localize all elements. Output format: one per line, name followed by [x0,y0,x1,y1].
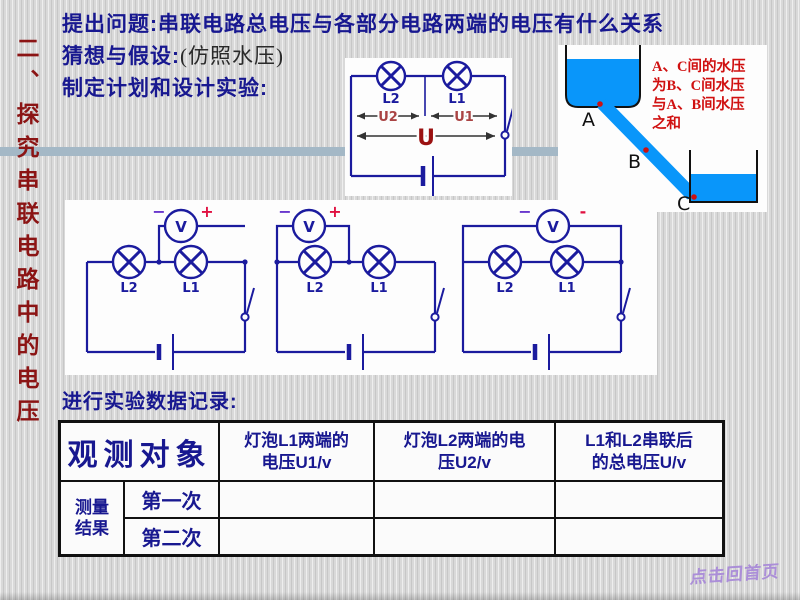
home-page-link[interactable]: 点击回首页 [689,561,781,588]
point-b-dot [643,147,649,153]
switch-icon [240,287,255,322]
switch-icon [616,287,631,322]
cell-u1-trial2 [218,517,375,557]
junction-dot [618,259,624,265]
junction-dot [274,259,280,265]
voltmeter-label: V [175,218,187,236]
lamp-L2-icon [297,244,333,280]
bottom-shade [0,592,800,600]
cell-u-trial1 [554,480,725,519]
lamp-L2-icon [375,60,407,92]
junction-dot [156,259,162,265]
table-header-row: 观测对象 灯泡L1两端的 电压U1/v 灯泡L2两端的电 压U2/v L1和L2… [58,420,725,482]
col-header-object: 观测对象 [58,420,220,482]
record-section-title: 进行实验数据记录: [62,391,238,413]
row2-label: 第二次 [123,517,220,557]
voltmeter-icon: V [535,208,571,244]
battery-icon [532,334,550,370]
section-vertical-title: 二、探究串联电路中的电压 [13,36,38,432]
question-line: 提出问题:串联电路总电压与各部分电路两端的电压有什么关系 [62,13,664,36]
voltmeter-label: V [303,218,315,236]
lamp-L1-label: L1 [448,92,465,107]
lamp-L2-label: L2 [496,281,513,296]
lamp-L2-icon [111,244,147,280]
experiment-circuits-panel: V − + L2 L1 [65,200,657,375]
cell-u-trial2 [554,517,725,557]
battery-icon [156,334,174,370]
col-header-u-total: L1和L2串联后 的总电压U/v [554,420,725,482]
voltmeter-neg-sign: − [518,202,531,221]
lower-tank-water [691,174,756,201]
point-c-dot [691,194,697,200]
circuit-voltmeter-across-L2: V − + L2 L1 [267,200,447,372]
cell-u1-trial1 [218,480,375,519]
point-a-label: A [582,109,595,131]
hypothesis-note: (仿照水压) [180,44,284,68]
lamp-L1-icon [173,244,209,280]
lamp-L2-label: L2 [306,281,323,296]
hypothesis-line: 猜想与假设:(仿照水压) [62,40,284,70]
lamp-L1-icon [549,244,585,280]
u-arrow [357,132,495,140]
u2-arrow [357,112,419,120]
junction-dot [242,259,248,265]
point-b-label: B [628,151,641,173]
voltmeter-pos-sign: + [328,202,341,221]
lamp-L1-icon [361,244,397,280]
measurement-table: 观测对象 灯泡L1两端的 电压U1/v 灯泡L2两端的电 压U2/v L1和L2… [58,420,725,557]
circuit-wires [275,224,437,354]
voltmeter-pos-sign: + [200,202,213,221]
battery-icon [346,334,364,370]
cell-u2-trial2 [373,517,556,557]
lower-tank [689,150,758,203]
col-header-u1: 灯泡L1两端的 电压U1/v [218,420,375,482]
circuit-voltmeter-across-both: V − - L2 L1 [453,200,633,372]
cell-u2-trial1 [373,480,556,519]
horizontal-accent-line [0,147,558,156]
series-circuit-voltage-diagram: L2 L1 U2 U1 U [345,58,512,196]
voltmeter-icon: V [291,208,327,244]
voltmeter-label: V [547,218,559,236]
point-a-dot [597,101,603,107]
upper-tank-water [566,45,640,107]
hypothesis-label: 猜想与假设: [62,45,180,68]
switch-icon [500,107,512,140]
lamp-L2-label: L2 [120,281,137,296]
col-header-u2: 灯泡L2两端的电 压U2/v [373,420,556,482]
circuit-wires [461,224,623,354]
lamp-L2-label: L2 [382,92,399,107]
u2-label: U2 [378,110,398,125]
circuit-wires [85,224,247,354]
water-pressure-note: A、C间的水压 为B、C间水压 与A、B间水压 之和 [652,59,746,132]
lamp-L1-icon [441,60,473,92]
plan-line: 制定计划和设计实验: [62,77,268,100]
lamp-L1-label: L1 [558,281,575,296]
voltmeter-neg-sign: − [152,202,165,221]
table-row: 第二次 [60,517,725,557]
lamp-L1-label: L1 [370,281,387,296]
voltmeter-icon: V [163,208,199,244]
row-group-label: 测量 结果 [58,480,125,557]
lamp-L2-icon [487,244,523,280]
u1-label: U1 [454,110,474,125]
battery-icon [420,156,434,196]
voltmeter-pos-sign: - [580,202,587,221]
switch-icon [430,287,445,322]
point-c-label: C [677,193,690,212]
voltmeter-neg-sign: − [278,202,291,221]
row1-label: 第一次 [123,480,220,519]
circuit-wires [349,74,507,178]
water-pressure-diagram: A B C A、C间的水压 为B、C间水压 与A、B间水压 之和 [558,45,767,212]
table-row: 测量 结果 第一次 [58,480,725,557]
u-total-label: U [417,126,435,151]
lamp-L1-label: L1 [182,281,199,296]
circuit-voltmeter-across-L1: V − + L2 L1 [77,200,257,372]
junction-dot [346,259,352,265]
u1-arrow [431,112,497,120]
